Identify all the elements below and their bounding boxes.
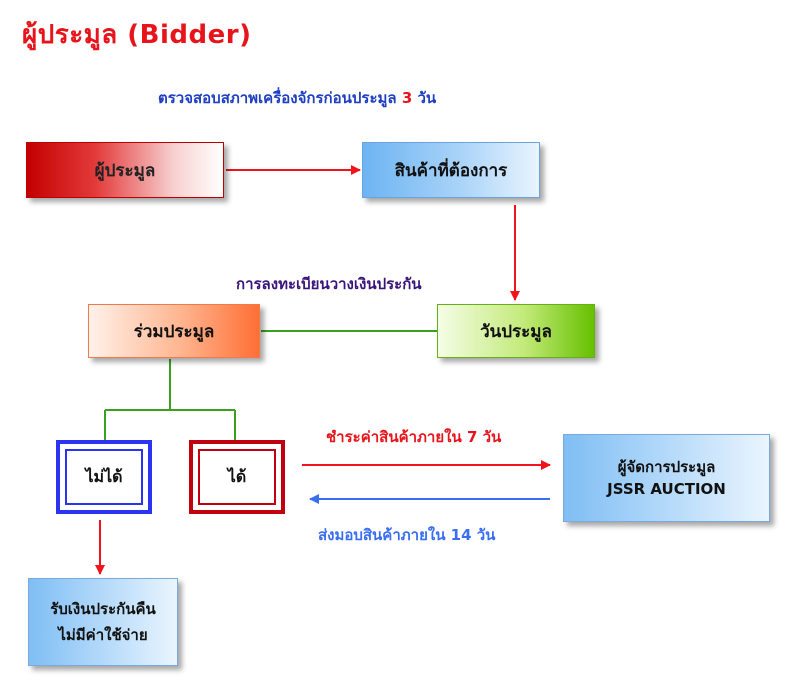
connector-join-to-results	[104, 359, 236, 440]
join-auction-label: ร่วมประมูล	[133, 321, 215, 342]
won-node: ได้	[189, 440, 285, 514]
product-node: สินค้าที่ต้องการ	[362, 142, 540, 198]
refund-line2: ไม่มีค่าใช้จ่าย	[58, 626, 148, 644]
inspection-unit: วัน	[417, 89, 437, 107]
refund-line1: รับเงินประกันคืน	[50, 600, 156, 618]
won-label: ได้	[198, 449, 276, 505]
auction-manager-line2: JSSR AUCTION	[607, 480, 726, 498]
product-label: สินค้าที่ต้องการ	[394, 160, 508, 181]
auction-day-node: วันประมูล	[437, 304, 595, 358]
auction-manager-line1: ผู้จัดการประมูล	[617, 458, 716, 476]
page-title: ผู้ประมูล (Bidder)	[22, 20, 252, 50]
bidder-node: ผู้ประมูล	[26, 142, 224, 198]
auction-manager-node: ผู้จัดการประมูล JSSR AUCTION	[563, 434, 770, 522]
not-won-label: ไม่ได้	[65, 449, 143, 505]
payment-caption: ชำระค่าสินค้าภายใน 7 วัน	[326, 428, 502, 446]
delivery-caption: ส่งมอบสินค้าภายใน 14 วัน	[318, 526, 496, 544]
join-auction-node: ร่วมประมูล	[88, 304, 260, 358]
auction-day-label: วันประมูล	[480, 321, 552, 342]
bidder-label: ผู้ประมูล	[94, 160, 156, 181]
registration-caption: การลงทะเบียนวางเงินประกัน	[236, 275, 422, 293]
inspection-caption-text: ตรวจสอบสภาพเครื่องจักรก่อนประมูล	[158, 89, 397, 107]
inspection-days: 3	[401, 89, 413, 107]
refund-node: รับเงินประกันคืน ไม่มีค่าใช้จ่าย	[28, 578, 178, 666]
inspection-caption: ตรวจสอบสภาพเครื่องจักรก่อนประมูล 3 วัน	[158, 86, 436, 110]
not-won-node: ไม่ได้	[56, 440, 152, 514]
